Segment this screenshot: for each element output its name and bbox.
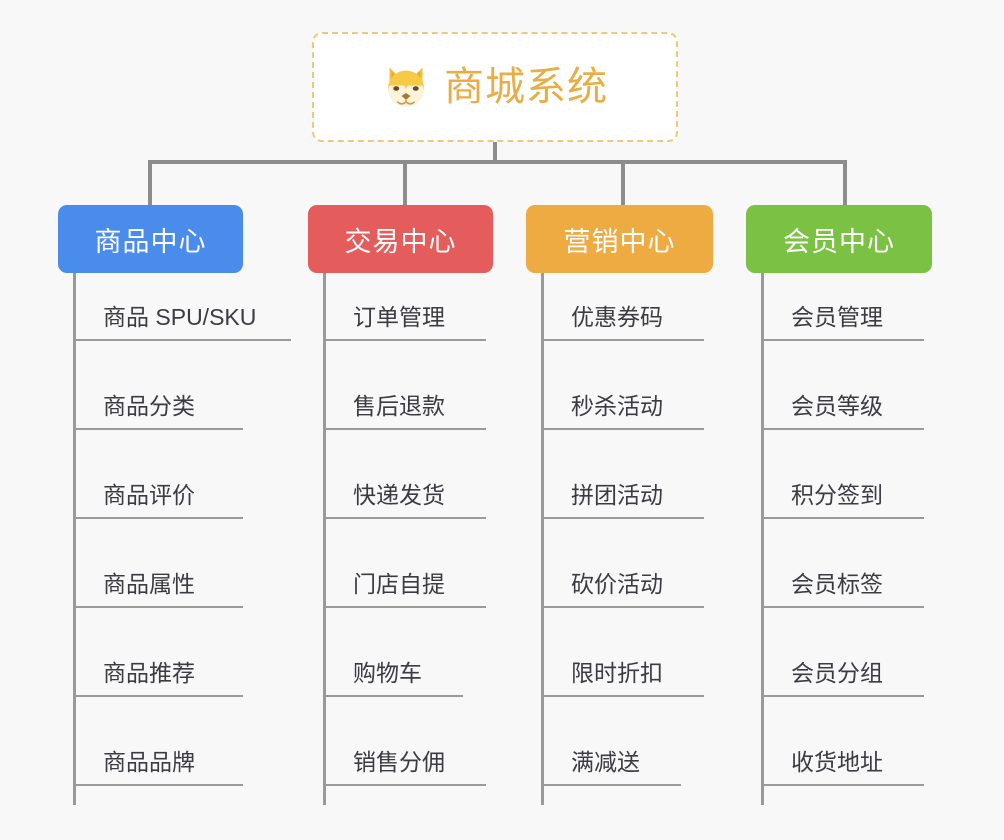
category-header-product-center[interactable]: 商品中心 — [58, 205, 243, 273]
leaf-item[interactable]: 积分签到 — [761, 484, 924, 519]
root-title: 商城系统 — [444, 65, 608, 109]
root-stem-connector — [493, 142, 497, 162]
leaf-item[interactable]: 门店自提 — [323, 573, 486, 608]
leaf-item[interactable]: 商品分类 — [73, 395, 243, 430]
leaf-label: 销售分佣 — [353, 749, 445, 775]
leaf-label: 商品属性 — [103, 571, 195, 597]
leaf-item[interactable]: 会员管理 — [761, 306, 924, 341]
leaf-label: 限时折扣 — [571, 660, 663, 686]
column-trunk-line — [73, 273, 76, 805]
leaf-label: 订单管理 — [353, 304, 445, 330]
leaf-label: 秒杀活动 — [571, 393, 663, 419]
leaf-label: 满减送 — [571, 749, 640, 775]
leaf-item[interactable]: 满减送 — [541, 751, 681, 786]
leaf-item[interactable]: 商品推荐 — [73, 662, 243, 697]
leaf-item[interactable]: 拼团活动 — [541, 484, 704, 519]
leaf-label: 优惠券码 — [571, 304, 663, 330]
column-trunk-line — [541, 273, 544, 805]
leaf-item[interactable]: 商品评价 — [73, 484, 243, 519]
leaf-item[interactable]: 会员等级 — [761, 395, 924, 430]
category-header-member-center[interactable]: 会员中心 — [746, 205, 932, 273]
leaf-item[interactable]: 商品品牌 — [73, 751, 243, 786]
leaf-item[interactable]: 限时折扣 — [541, 662, 704, 697]
leaf-item[interactable]: 快递发货 — [323, 484, 486, 519]
leaf-item[interactable]: 售后退款 — [323, 395, 486, 430]
leaf-label: 砍价活动 — [571, 571, 663, 597]
leaf-label: 收货地址 — [791, 749, 883, 775]
leaf-label: 会员标签 — [791, 571, 883, 597]
leaf-label: 商品评价 — [103, 482, 195, 508]
leaf-label: 商品分类 — [103, 393, 195, 419]
shiba-dog-face-icon — [388, 67, 424, 107]
drop-connector-3 — [621, 160, 625, 208]
root-node[interactable]: 商城系统 — [312, 32, 678, 142]
leaf-item[interactable]: 收货地址 — [761, 751, 924, 786]
leaf-label: 商品 SPU/SKU — [103, 304, 257, 330]
leaf-label: 购物车 — [353, 660, 422, 686]
drop-connector-1 — [148, 160, 152, 208]
leaf-item[interactable]: 购物车 — [323, 662, 463, 697]
leaf-item[interactable]: 优惠券码 — [541, 306, 704, 341]
leaf-item[interactable]: 商品 SPU/SKU — [73, 306, 291, 341]
leaf-item[interactable]: 销售分佣 — [323, 751, 486, 786]
drop-connector-4 — [843, 160, 847, 208]
leaf-label: 商品推荐 — [103, 660, 195, 686]
column-trunk-line — [761, 273, 764, 805]
leaf-label: 会员分组 — [791, 660, 883, 686]
category-title: 交易中心 — [344, 226, 457, 257]
leaf-label: 门店自提 — [353, 571, 445, 597]
horizontal-bus-connector — [148, 160, 847, 164]
leaf-item[interactable]: 秒杀活动 — [541, 395, 704, 430]
leaf-label: 会员管理 — [791, 304, 883, 330]
leaf-item[interactable]: 砍价活动 — [541, 573, 704, 608]
column-trunk-line — [323, 273, 326, 805]
leaf-item[interactable]: 会员标签 — [761, 573, 924, 608]
leaf-label: 商品品牌 — [103, 749, 195, 775]
leaf-label: 快递发货 — [353, 482, 445, 508]
leaf-item[interactable]: 商品属性 — [73, 573, 243, 608]
category-title: 会员中心 — [783, 226, 895, 257]
leaf-label: 拼团活动 — [571, 482, 663, 508]
leaf-label: 会员等级 — [791, 393, 883, 419]
category-title: 营销中心 — [563, 226, 676, 257]
leaf-label: 积分签到 — [791, 482, 883, 508]
leaf-item[interactable]: 订单管理 — [323, 306, 486, 341]
leaf-label: 售后退款 — [353, 393, 445, 419]
category-header-trade-center[interactable]: 交易中心 — [308, 205, 493, 273]
category-header-marketing-center[interactable]: 营销中心 — [526, 205, 713, 273]
drop-connector-2 — [403, 160, 407, 208]
category-title: 商品中心 — [94, 226, 207, 257]
leaf-item[interactable]: 会员分组 — [761, 662, 924, 697]
